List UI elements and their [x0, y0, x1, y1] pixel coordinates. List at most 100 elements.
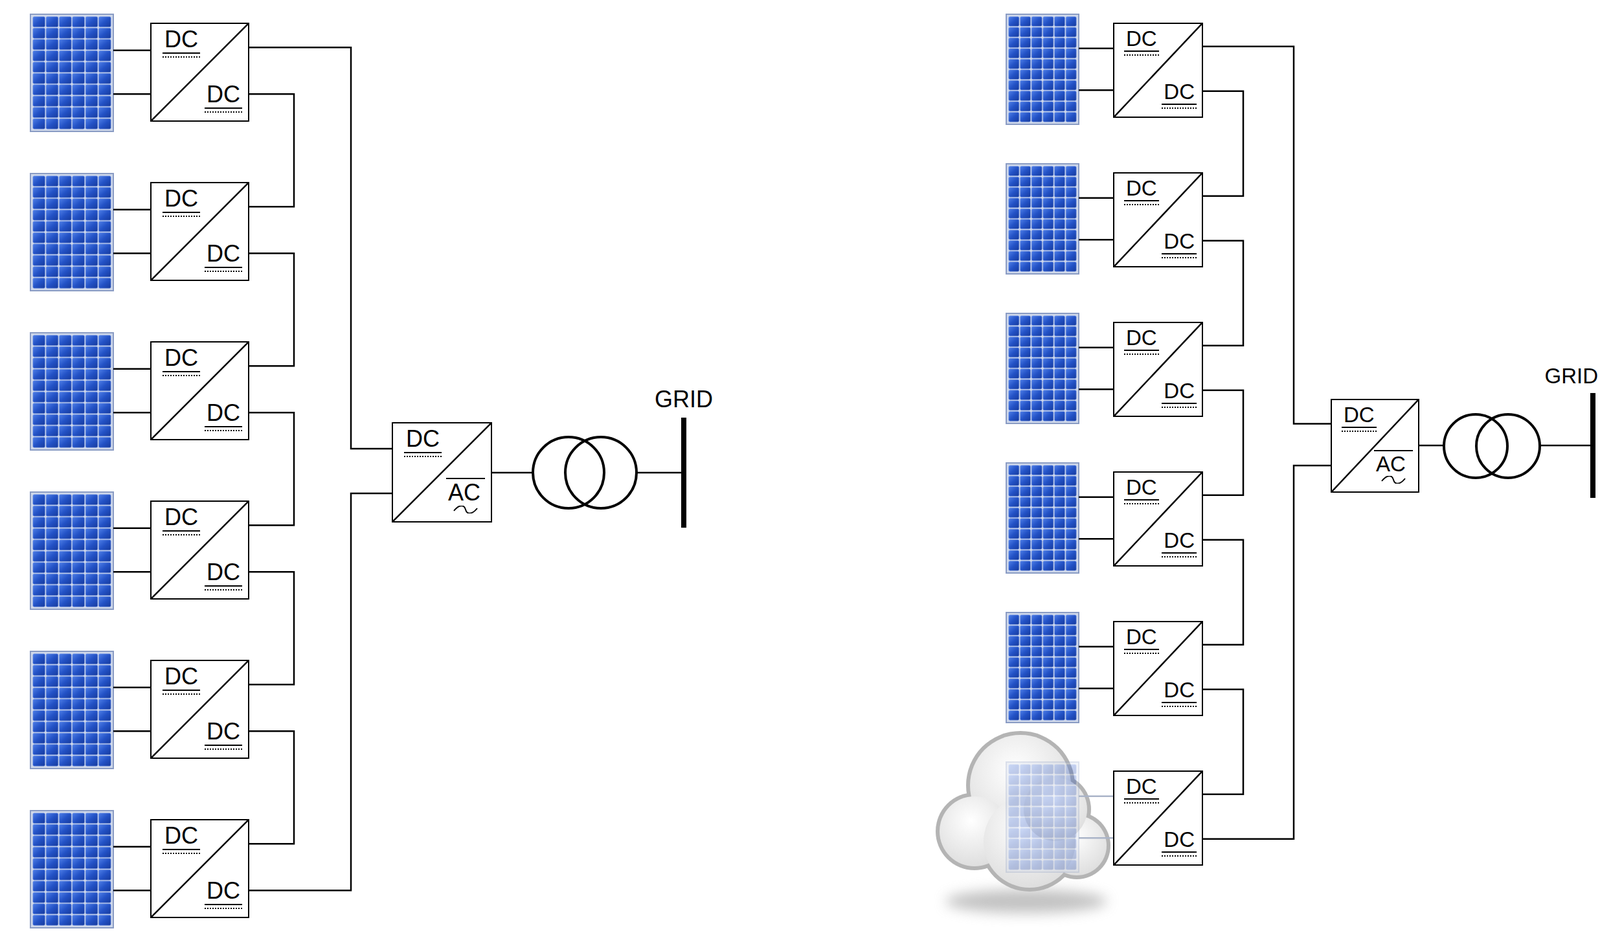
dc-symbol [204, 589, 243, 591]
panel-wire [113, 252, 151, 255]
dc-wire [1203, 465, 1331, 840]
solar-panel [30, 332, 114, 451]
port-type: DC [162, 27, 201, 54]
solar-panel [1006, 462, 1079, 574]
converter-label: AC [446, 477, 485, 514]
panel-wire [1078, 89, 1114, 92]
dc-symbol [1161, 107, 1197, 109]
solar-panel [1006, 14, 1079, 125]
converter-label: DC [204, 720, 243, 750]
dc-wire [249, 412, 294, 526]
grid-label: GRID [1544, 365, 1599, 387]
dc-wire [249, 93, 294, 207]
transformer-symbol [532, 437, 637, 509]
dc-symbol [1161, 556, 1197, 558]
dc-symbol [204, 429, 243, 432]
port-type: DC [204, 242, 243, 269]
converter-label: DC [1161, 828, 1197, 857]
panel-wire [1078, 538, 1114, 541]
transformer-symbol [1443, 414, 1540, 478]
port-type: DC [162, 824, 201, 851]
dc-wire [1203, 46, 1331, 425]
converter-label: DC [162, 824, 201, 855]
dc-wire [1203, 540, 1244, 645]
converter-label: DC [162, 346, 201, 377]
panel-wire [113, 93, 151, 96]
cloud [935, 731, 1111, 913]
dc-symbol [162, 56, 201, 58]
panel-wire [113, 209, 151, 212]
dc-wire [1203, 91, 1244, 197]
panel-wire [113, 527, 151, 530]
converter-label: DC [162, 505, 201, 536]
dc-symbol [1124, 353, 1160, 355]
dc-symbol [204, 748, 243, 750]
solar-panel [1006, 163, 1079, 274]
dc-symbol [204, 907, 243, 910]
panel-wire [113, 368, 151, 371]
solar-panel [1006, 762, 1079, 873]
dc-wire [249, 571, 294, 685]
dc-wire [249, 253, 294, 366]
dc-wire [249, 731, 294, 844]
dc-symbol [162, 693, 201, 695]
converter-label: DC [162, 27, 201, 58]
port-type: DC [1161, 230, 1197, 255]
converter-label: DC [1341, 404, 1377, 432]
panel-wire [113, 49, 151, 52]
dc-dc-converter: DC DC [150, 659, 250, 759]
port-type: DC [1124, 177, 1160, 202]
dc-symbol [1161, 406, 1197, 408]
port-type: DC [1124, 27, 1160, 52]
converter-label: DC [404, 427, 442, 458]
panel-wire [1078, 795, 1114, 798]
panel-wire [1078, 47, 1114, 50]
converter-label: DC [1161, 529, 1197, 558]
dc-dc-converter: DC DC [1113, 172, 1204, 268]
solar-panel [30, 651, 114, 769]
dc-dc-converter: DC DC [150, 819, 250, 919]
port-type: DC [1341, 404, 1377, 429]
grid-label: GRID [654, 387, 713, 412]
panel-wire [1078, 196, 1114, 199]
panel-wire [113, 889, 151, 892]
dc-dc-converter: DCDC [1113, 620, 1204, 717]
dc-dc-converter: DCDC [150, 500, 250, 600]
dc-symbol [1124, 54, 1160, 56]
dc-symbol [1161, 257, 1197, 259]
dc-symbol [204, 111, 243, 113]
solar-panel [30, 173, 114, 291]
converter-label: DC [204, 82, 243, 113]
solar-panel [30, 14, 114, 132]
dc-symbol [1124, 652, 1160, 654]
converter-label: DC [1161, 230, 1197, 259]
inverter-box: DCAC [391, 422, 493, 523]
panel-wire [1078, 388, 1114, 391]
dc-symbol [162, 374, 201, 377]
dc-wire [249, 47, 392, 449]
panel-wire [113, 846, 151, 849]
port-type: AC [446, 477, 485, 506]
converter-label: DC [1161, 80, 1197, 109]
ac-symbol [1374, 475, 1413, 484]
converter-label: DC [1124, 775, 1160, 804]
panel-wire [1078, 837, 1114, 840]
dc-dc-converter: DCDC [1113, 770, 1204, 866]
port-type: AC [1374, 450, 1413, 476]
converter-label: DC [1124, 476, 1160, 505]
dc-symbol [1124, 802, 1160, 804]
dc-dc-converter: DCDC [150, 341, 250, 441]
converter-label: AC [1374, 450, 1413, 484]
converter-label: DC [204, 879, 243, 910]
panel-wire [1078, 687, 1114, 690]
port-type: DC [162, 664, 201, 691]
converter-label: DC [1161, 679, 1197, 708]
converter-label: DC [1124, 626, 1160, 654]
dc-symbol [162, 215, 201, 217]
dc-symbol [204, 270, 243, 272]
solar-panel [30, 492, 114, 610]
panel-wire [113, 411, 151, 414]
port-type: DC [204, 560, 243, 587]
port-type: DC [1161, 380, 1197, 405]
